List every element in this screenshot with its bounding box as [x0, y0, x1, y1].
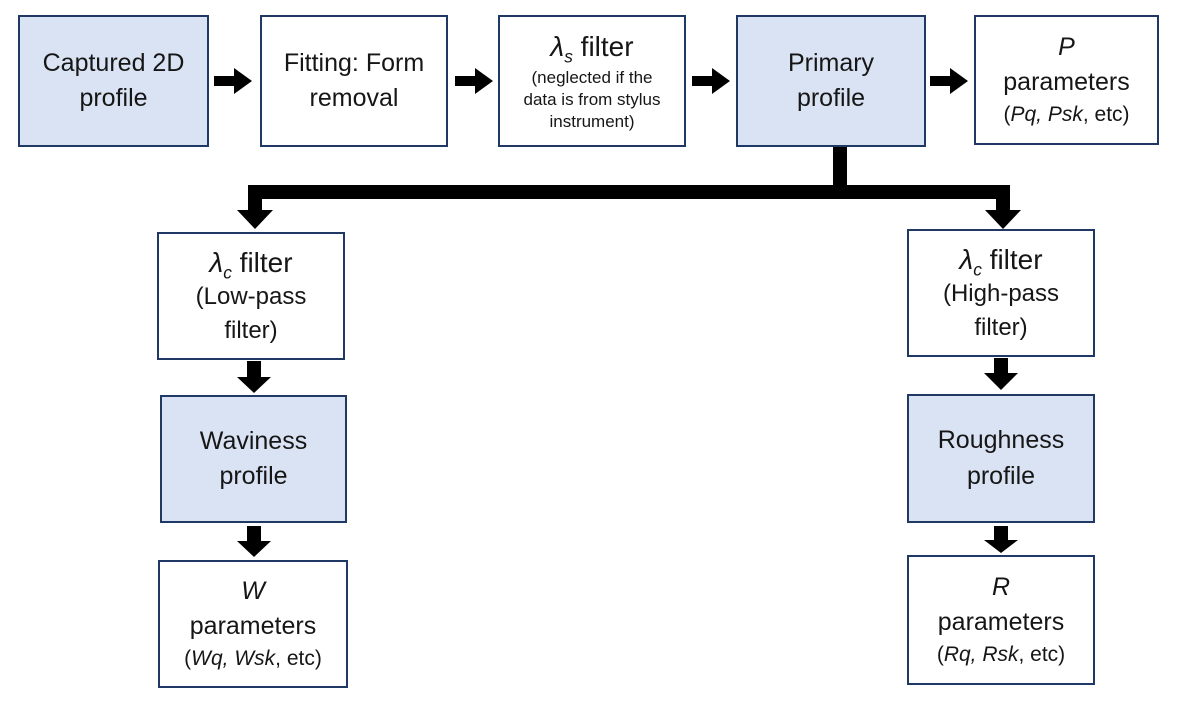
node-lambda-c-highpass-title: λc filter: [959, 242, 1043, 280]
node-lambda-s-filter-title: λs filter: [550, 29, 634, 67]
r-parameters-word: parameters: [937, 607, 1065, 636]
arrow-down-left-1-head: [237, 377, 271, 393]
paren-tail: , etc): [1082, 102, 1130, 126]
w-parameters-examples: (Wq, Wsk, etc): [184, 644, 322, 674]
node-primary-profile: Primary profile: [736, 15, 926, 147]
node-primary-profile-label: Primary profile: [787, 48, 875, 113]
param-example-1: Wq,: [191, 646, 235, 670]
node-roughness-profile-label: Roughness profile: [937, 426, 1065, 490]
node-captured-2d-profile: Captured 2D profile: [18, 15, 209, 147]
node-waviness-profile-label: Waviness profile: [199, 426, 308, 491]
lambda-subscript: s: [564, 46, 573, 67]
param-example-2: Rsk: [982, 642, 1019, 666]
node-w-parameters: W parameters (Wq, Wsk, etc): [158, 560, 348, 688]
node-lambda-c-lowpass: λc filter (Low-pass filter): [157, 232, 345, 360]
branch-stub: [833, 147, 847, 192]
node-r-parameters: R parameters (Rq, Rsk, etc): [907, 555, 1095, 685]
p-parameters-examples: (Pq, Psk, etc): [1003, 100, 1129, 130]
paren-open: (: [936, 642, 944, 666]
r-parameters-examples: (Rq, Rsk, etc): [937, 640, 1065, 670]
w-parameters-word: parameters: [189, 611, 317, 640]
node-lambda-c-highpass-note: (High-pass filter): [942, 279, 1060, 341]
p-parameters-word: parameters: [1003, 67, 1130, 96]
param-example-1: Rq,: [943, 642, 983, 666]
node-lambda-c-highpass: λc filter (High-pass filter): [907, 229, 1095, 357]
lambda-title-rest: filter: [231, 246, 293, 278]
node-roughness-profile: Roughness profile: [907, 394, 1095, 523]
arrow-right-4: [930, 68, 968, 94]
arrow-right-2: [455, 68, 493, 94]
w-parameters-letter: W: [241, 576, 265, 605]
paren-tail: , etc): [1018, 642, 1066, 666]
paren-open: (: [1003, 102, 1011, 126]
node-waviness-profile: Waviness profile: [160, 395, 347, 523]
lambda-subscript: c: [973, 259, 982, 280]
branch-right-arrowhead: [985, 210, 1021, 229]
branch-left-arrowhead: [237, 210, 273, 229]
arrow-right-1: [214, 68, 252, 94]
r-parameters-letter: R: [991, 572, 1011, 601]
paren-tail: , etc): [275, 646, 322, 670]
param-example-2: Psk: [1047, 102, 1083, 126]
lambda-subscript: c: [223, 262, 232, 283]
arrow-down-left-2-head: [237, 541, 271, 557]
param-example-2: Wsk: [234, 646, 276, 670]
arrow-right-3: [692, 68, 730, 94]
node-fitting-form-removal-label: Fitting: Form removal: [283, 48, 425, 113]
paren-open: (: [184, 646, 192, 670]
lambda-title-rest: filter: [572, 30, 634, 62]
node-fitting-form-removal: Fitting: Form removal: [260, 15, 448, 147]
branch-right-shaft: [996, 196, 1010, 212]
arrow-down-right-1-head: [984, 373, 1018, 390]
node-p-parameters: P parameters (Pq, Psk, etc): [974, 15, 1159, 145]
arrow-down-right-1-shaft: [994, 358, 1008, 374]
lambda-symbol: λ: [209, 246, 224, 278]
param-example-1: Pq,: [1010, 102, 1048, 126]
node-lambda-c-lowpass-note: (Low-pass filter): [195, 282, 307, 344]
arrow-down-right-2-shaft: [994, 526, 1008, 541]
lambda-symbol: λ: [550, 30, 565, 62]
node-lambda-c-lowpass-title: λc filter: [209, 245, 293, 283]
p-parameters-letter: P: [1058, 32, 1075, 61]
lambda-symbol: λ: [959, 243, 974, 275]
node-lambda-s-filter-note: (neglected if the data is from stylus in…: [523, 67, 661, 132]
arrow-down-right-2-head: [984, 540, 1018, 553]
branch-left-shaft: [248, 196, 262, 212]
arrow-down-left-1-shaft: [247, 361, 261, 378]
arrow-down-left-2-shaft: [247, 526, 261, 542]
node-lambda-s-filter: λs filter (neglected if the data is from…: [498, 15, 686, 147]
branch-bar: [248, 185, 1010, 199]
node-captured-2d-profile-label: Captured 2D profile: [42, 48, 185, 113]
lambda-title-rest: filter: [981, 243, 1043, 275]
